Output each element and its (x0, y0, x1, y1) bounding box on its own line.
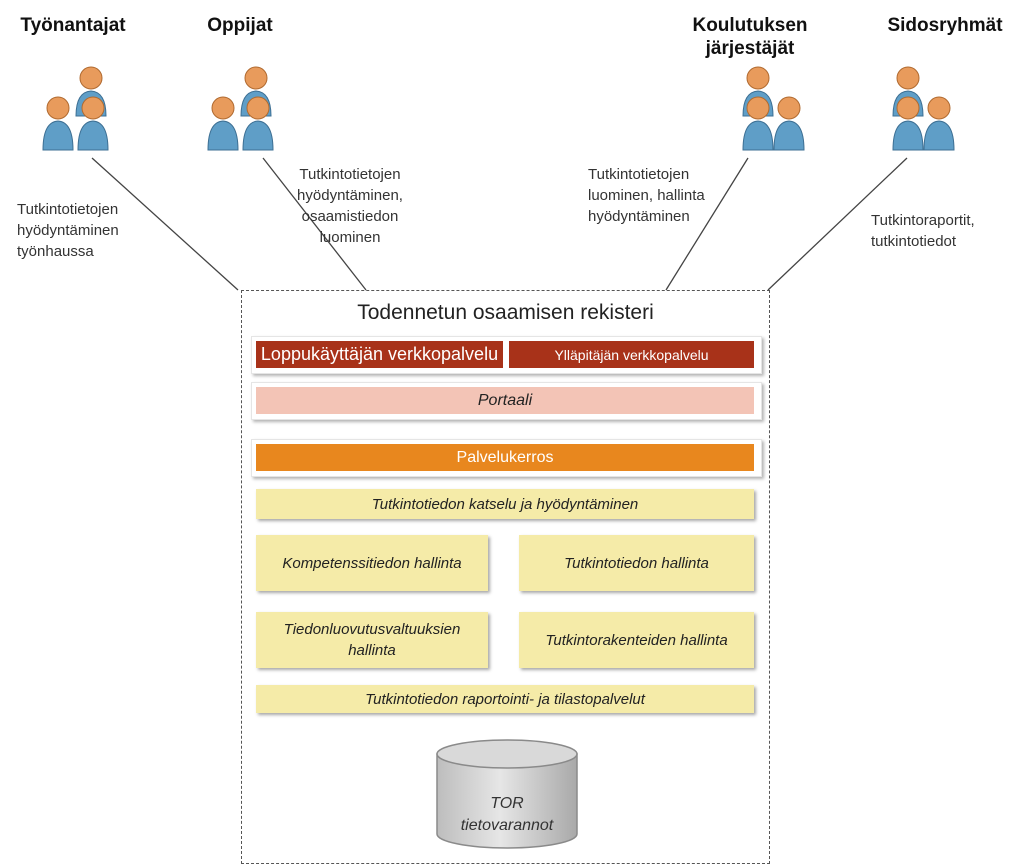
structures-management-bar: Tutkintorakenteiden hallinta (519, 612, 754, 668)
person-icon (242, 96, 274, 151)
actor-title-tyonantajat: Työnantajat (18, 14, 128, 37)
actor-title-koulutuksen-jarjestajat: Koulutuksen järjestäjät (680, 14, 820, 60)
person-icon (773, 96, 805, 151)
caption-line: Tutkintotietojen (588, 166, 690, 183)
database-label: TOR tietovarannot (435, 793, 579, 837)
disclosure-line: Tiedonluovutusvaltuuksien (283, 621, 461, 638)
connector-tyonantajat (91, 157, 239, 291)
register-box: Todennetun osaamisen rekisteri (241, 290, 770, 864)
caption-line: luominen (319, 229, 381, 246)
caption-line: hyödyntäminen, (297, 187, 403, 204)
people-group-icon (892, 66, 955, 151)
actor-title-line: järjestäjät (705, 38, 795, 59)
database-label-line: tietovarannot (460, 817, 554, 834)
actor-title-line: Koulutuksen (692, 15, 808, 36)
disclosure-management-bar: Tiedonluovutusvaltuuksien hallinta (256, 612, 488, 668)
caption-line: Tutkintotietojen (299, 166, 401, 183)
disclosure-line: hallinta (348, 642, 396, 659)
portal-bar: Portaali (256, 387, 754, 414)
person-icon (892, 96, 924, 151)
actor-title-line: Sidosryhmät (887, 15, 1003, 36)
caption-line: tutkintotiedot (871, 233, 957, 250)
person-icon (207, 96, 239, 151)
caption-line: Tutkintoraportit, (871, 212, 975, 229)
admin-service-bar: Ylläpitäjän verkkopalvelu (509, 341, 754, 368)
caption-tyonantajat: Tutkintotietojen hyödyntäminen työnhauss… (17, 199, 119, 262)
reporting-bar: Tutkintotiedon raportointi- ja tilastopa… (256, 685, 754, 713)
degree-management-bar: Tutkintotiedon hallinta (519, 535, 754, 591)
connector-koulutuksen-jarjestajat (665, 157, 749, 291)
person-icon (742, 96, 774, 151)
people-group-icon (742, 66, 805, 151)
caption-koulutuksen-jarjestajat: Tutkintotietojen luominen, hallinta hyöd… (588, 164, 705, 227)
caption-line: hyödyntäminen (17, 222, 119, 239)
actor-title-oppijat: Oppijat (190, 14, 290, 37)
person-icon (923, 96, 955, 151)
caption-line: hyödyntäminen (588, 208, 690, 225)
connector-oppijat (262, 157, 367, 291)
connector-sidosryhmat (767, 157, 908, 291)
actor-title-line: Oppijat (207, 15, 273, 36)
service-layer-bar: Palvelukerros (256, 444, 754, 471)
caption-oppijat: Tutkintotietojen hyödyntäminen, osaamist… (290, 164, 410, 248)
people-group-icon (42, 66, 109, 151)
database-icon (436, 739, 578, 849)
caption-line: Tutkintotietojen (17, 201, 119, 218)
caption-line: osaamistiedon (301, 208, 399, 225)
person-icon (77, 96, 109, 151)
caption-line: luominen, hallinta (588, 187, 705, 204)
actor-title-sidosryhmat: Sidosryhmät (880, 14, 1010, 37)
person-icon (42, 96, 74, 151)
enduser-service-bar: Loppukäyttäjän verkkopalvelu (256, 341, 503, 368)
caption-sidosryhmat: Tutkintoraportit, tutkintotiedot (871, 210, 975, 252)
register-title: Todennetun osaamisen rekisteri (357, 301, 654, 324)
actor-title-line: Työnantajat (20, 15, 126, 36)
people-group-icon (207, 66, 274, 151)
competence-management-bar: Kompetenssitiedon hallinta (256, 535, 488, 591)
caption-line: työnhaussa (17, 243, 94, 260)
viewing-bar: Tutkintotiedon katselu ja hyödyntäminen (256, 489, 754, 519)
database-label-line: TOR (490, 795, 524, 812)
